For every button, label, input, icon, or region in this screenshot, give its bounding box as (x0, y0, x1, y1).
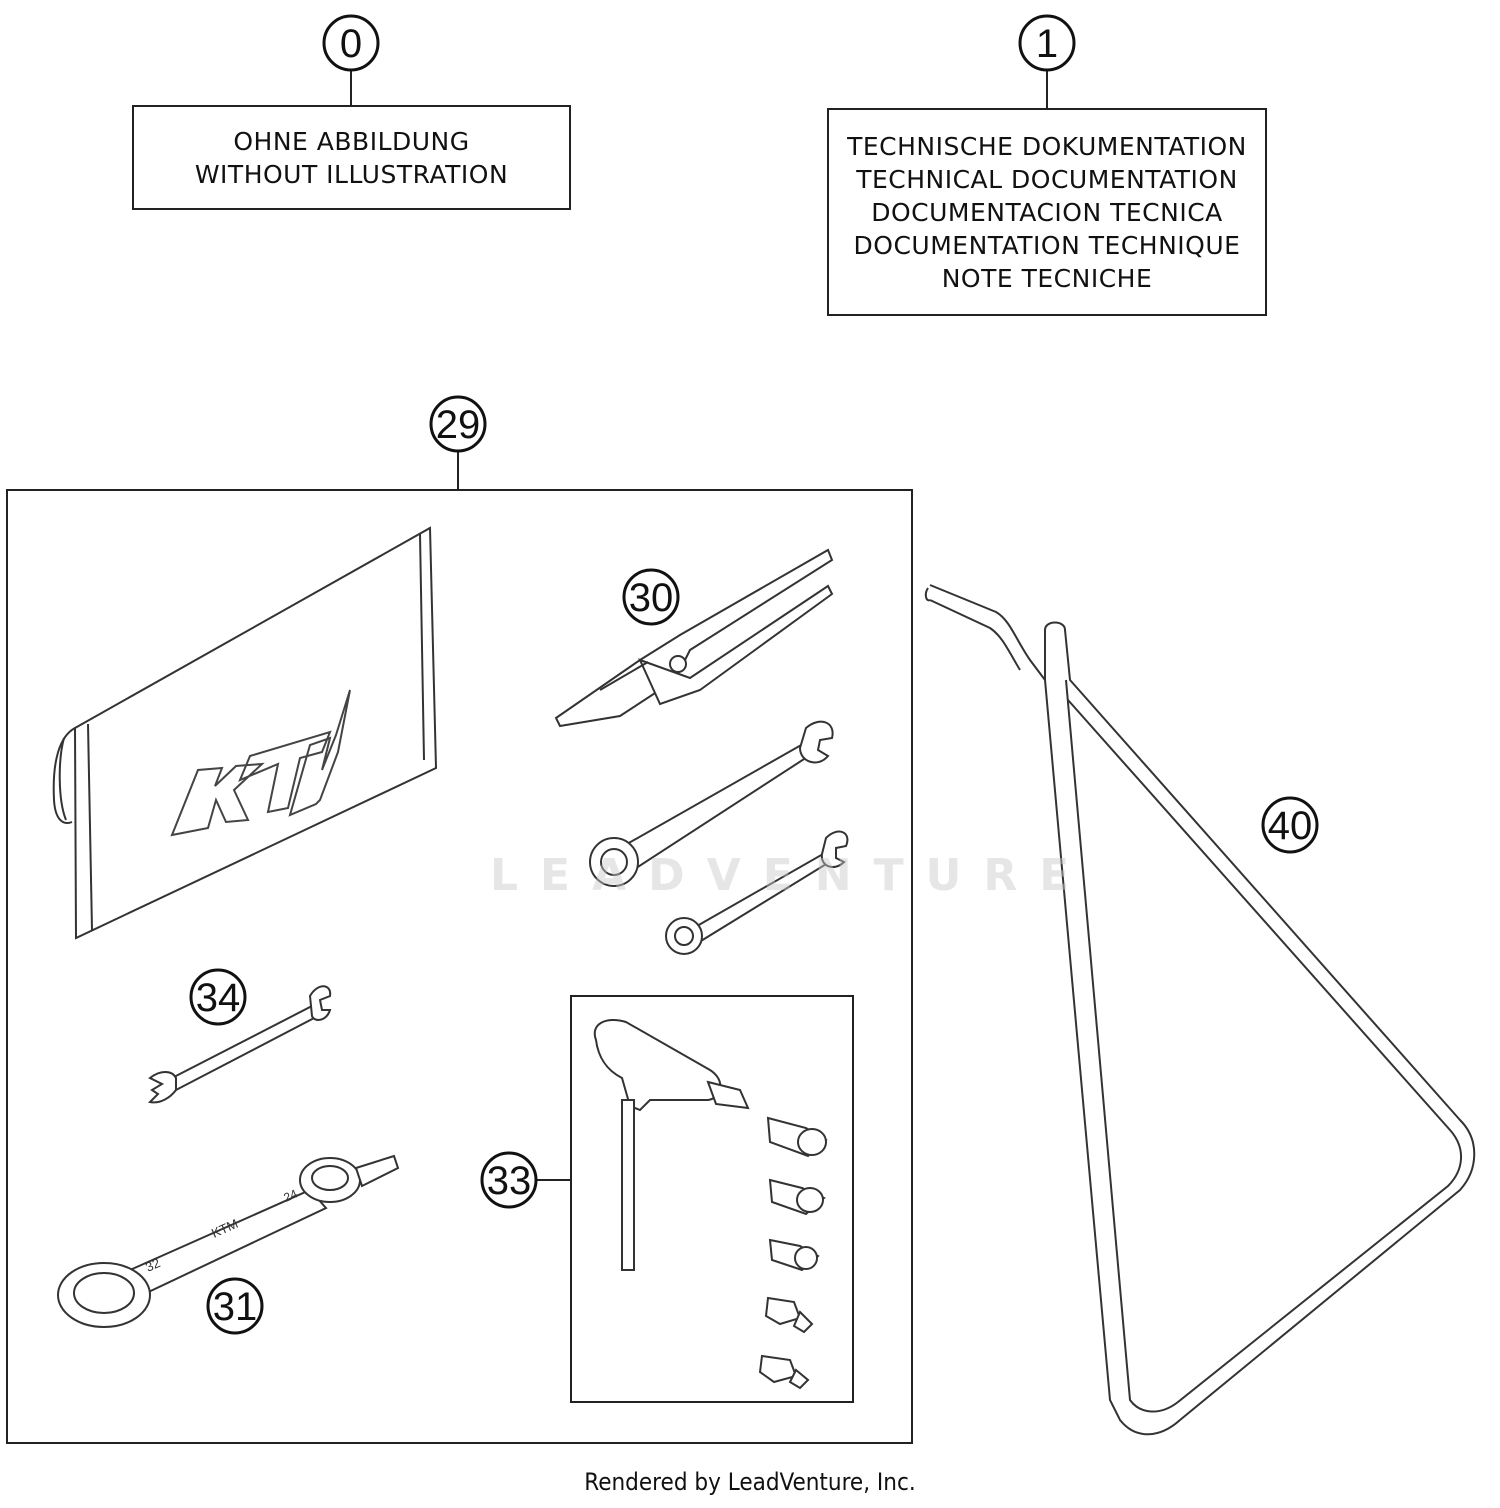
watermark: LEADVENTURE (490, 850, 1092, 901)
callout-label-29: 29 (436, 403, 481, 447)
callout-30[interactable]: 30 (622, 568, 680, 626)
callout-label-0: 0 (340, 22, 362, 66)
side-stand-40 (924, 584, 1476, 1436)
kit-box-33 (570, 995, 854, 1403)
note-line: WITHOUT ILLUSTRATION (194, 159, 509, 189)
callout-label-33: 33 (487, 1159, 532, 1203)
doc-line: TECHNISCHE DOKUMENTATION (847, 131, 1247, 161)
combination-wrench-small (665, 830, 849, 955)
callout-label-34: 34 (196, 976, 241, 1020)
wrench-31-size-32: 32 (143, 1255, 162, 1275)
pliers-drawing (554, 548, 834, 728)
callout-1[interactable]: 1 (1018, 14, 1076, 72)
doc-line: TECHNICAL DOCUMENTATION (856, 164, 1238, 194)
callout-label-31: 31 (213, 1285, 258, 1329)
t-handle-tool-33 (593, 1019, 750, 1271)
note-box-technical-documentation: TECHNISCHE DOKUMENTATION TECHNICAL DOCUM… (827, 108, 1267, 316)
callout-34[interactable]: 34 (189, 968, 247, 1026)
note-box-without-illustration: OHNE ABBILDUNG WITHOUT ILLUSTRATION (132, 105, 571, 210)
doc-line: DOCUMENTACION TECNICA (871, 197, 1223, 227)
socket-bits (758, 1116, 828, 1390)
kit-box-29 (6, 489, 913, 1444)
combination-wrench-large (589, 720, 834, 887)
note-line: OHNE ABBILDUNG (233, 126, 470, 156)
tool-bag-drawing (52, 526, 438, 940)
callout-31[interactable]: 31 (206, 1277, 264, 1335)
ring-wrench-31: 32 KTM 24 (57, 1154, 400, 1328)
callout-label-30: 30 (629, 576, 674, 620)
callout-0[interactable]: 0 (322, 14, 380, 72)
open-end-wrench-34 (147, 985, 332, 1104)
callout-33[interactable]: 33 (480, 1151, 538, 1209)
callout-40[interactable]: 40 (1261, 796, 1319, 854)
wrench-31-size-24: 24 (282, 1186, 300, 1204)
callout-29[interactable]: 29 (429, 395, 487, 453)
doc-line: NOTE TECNICHE (941, 263, 1153, 293)
callout-label-40: 40 (1268, 804, 1313, 848)
callout-label-1: 1 (1036, 22, 1058, 66)
footer-credit: Rendered by LeadVenture, Inc. (584, 1468, 916, 1496)
doc-line: DOCUMENTATION TECHNIQUE (853, 230, 1241, 260)
ktm-logo-outline (170, 689, 351, 837)
